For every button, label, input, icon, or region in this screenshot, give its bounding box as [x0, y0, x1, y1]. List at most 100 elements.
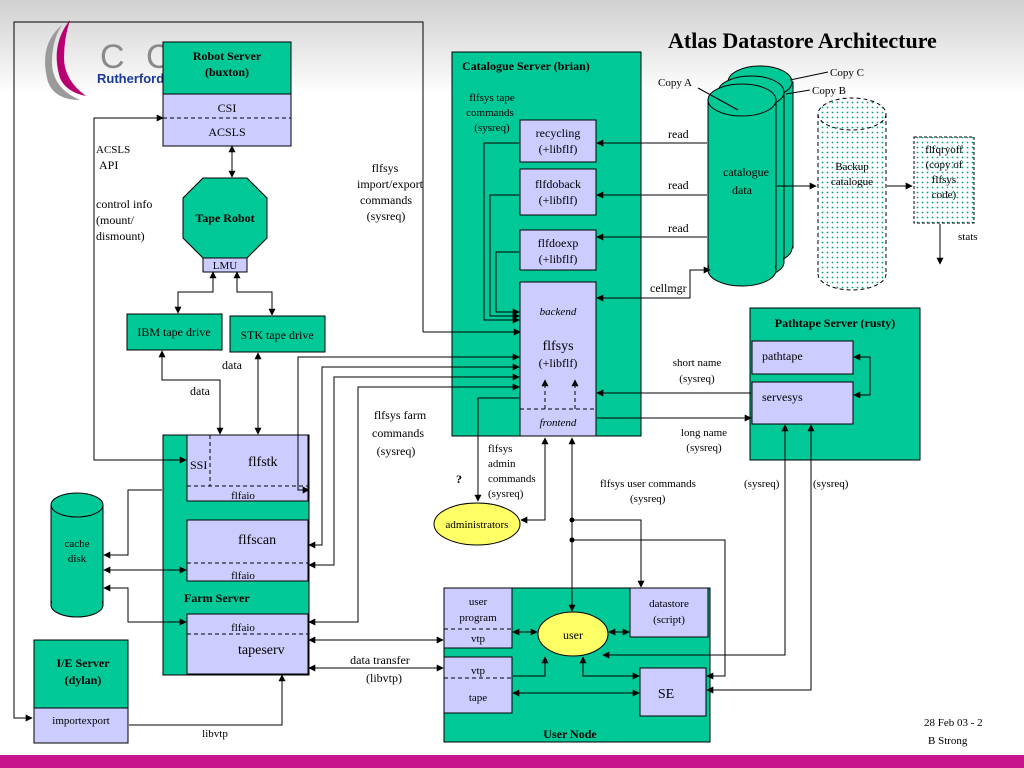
svg-text:disk: disk: [68, 553, 87, 565]
svg-text:(+libflf): (+libflf): [539, 252, 578, 266]
user-label: user: [563, 628, 583, 642]
cache-disk: cache disk: [50, 492, 104, 618]
svg-text:(mount/: (mount/: [96, 213, 135, 227]
svg-text:datastore: datastore: [649, 598, 689, 610]
ssi-label: SSI: [190, 458, 207, 472]
svg-text:flfsys: flfsys: [932, 174, 956, 186]
ie-server: I/E Server (dylan) importexport: [33, 639, 129, 744]
flfqryoff-box: flfqryoff (copy of flfsys code) stats: [913, 136, 978, 243]
svg-text:(libvtp): (libvtp): [366, 671, 402, 685]
backup-catalogue: Backup catalogue: [817, 97, 887, 291]
svg-text:commands: commands: [372, 426, 424, 440]
se-label: SE: [658, 687, 674, 702]
stats-label: stats: [958, 231, 978, 243]
svg-text:ACSLS: ACSLS: [96, 144, 130, 156]
svg-text:I/E Server: I/E Server: [57, 656, 111, 670]
svg-text:IBM tape drive: IBM tape drive: [137, 325, 210, 339]
svg-text:flfdoback: flfdoback: [535, 177, 581, 191]
lmu-label: LMU: [213, 260, 238, 272]
tape-robot-label: Tape Robot: [195, 211, 254, 225]
svg-text:long name: long name: [681, 427, 727, 439]
svg-text:(sysreq): (sysreq): [377, 444, 416, 458]
backend-label: backend: [540, 306, 577, 318]
svg-text:data: data: [732, 183, 753, 197]
svg-text:commands: commands: [488, 473, 536, 485]
svg-text:data transfer: data transfer: [350, 653, 410, 667]
farm-server: SSI flfstk flfaio flfscan flfaio Farm Se…: [162, 434, 310, 676]
page-title: Atlas Datastore Architecture: [668, 28, 937, 53]
svg-text:(sysreq): (sysreq): [744, 478, 780, 490]
svg-text:STK tape drive: STK tape drive: [240, 328, 313, 342]
svg-text:code): code): [932, 189, 957, 201]
svg-text:program: program: [459, 612, 497, 624]
svg-text:(sysreq): (sysreq): [679, 373, 715, 385]
svg-text:flfqryoff: flfqryoff: [925, 144, 963, 156]
svg-text:flfsys tape: flfsys tape: [469, 92, 515, 104]
svg-text:(sysreq): (sysreq): [686, 442, 722, 454]
svg-text:API: API: [99, 158, 118, 172]
user-node-title: User Node: [543, 727, 597, 741]
robot-server-host: (buxton): [205, 65, 249, 79]
svg-text:import/export: import/export: [357, 177, 424, 191]
svg-text:flfsys farm: flfsys farm: [374, 408, 427, 422]
robot-server: Robot Server (buxton) CSI ACSLS: [162, 41, 292, 147]
svg-text:(copy of: (copy of: [926, 159, 963, 171]
logo-letters: C C: [100, 38, 177, 76]
svg-text:Backup: Backup: [835, 161, 869, 173]
svg-text:catalogue: catalogue: [831, 176, 873, 188]
svg-text:(+libflf): (+libflf): [539, 142, 578, 156]
stk-tape-drive: STK tape drive: [229, 315, 326, 353]
tapeserv-label: tapeserv: [238, 643, 285, 658]
svg-text:Pathtape Server (rusty): Pathtape Server (rusty): [775, 316, 895, 330]
flfstk-label: flfstk: [248, 455, 278, 470]
svg-text:flfaio: flfaio: [231, 490, 255, 502]
rutherford-logo: C C Rutherford: [45, 20, 177, 100]
connectors: [13, 21, 944, 726]
svg-text:catalogue: catalogue: [723, 165, 769, 179]
svg-text:(+libflf): (+libflf): [539, 356, 578, 370]
copy-b-label: Copy B: [812, 85, 846, 97]
svg-text:(script): (script): [653, 614, 685, 626]
acsls-label: ACSLS: [208, 125, 245, 139]
servesys-label: servesys: [762, 390, 803, 404]
svg-text:vtp: vtp: [471, 633, 486, 645]
svg-text:read: read: [668, 221, 689, 235]
svg-text:(sysreq): (sysreq): [813, 478, 849, 490]
svg-text:commands: commands: [360, 193, 412, 207]
svg-text:data: data: [190, 384, 211, 398]
svg-text:commands: commands: [466, 107, 514, 119]
svg-text:vtp: vtp: [471, 665, 486, 677]
svg-text:(dylan): (dylan): [65, 673, 102, 687]
copy-c-label: Copy C: [830, 67, 864, 79]
user-node: user program vtp vtp tape user datastore…: [443, 587, 711, 743]
svg-text:(+libflf): (+libflf): [539, 193, 578, 207]
importexport-label: importexport: [52, 715, 109, 727]
svg-text:data: data: [222, 358, 243, 372]
svg-text:flfsys: flfsys: [372, 161, 399, 175]
catalogue-data: catalogue data Copy A Copy B Copy C: [658, 65, 864, 287]
flfscan-label: flfscan: [238, 533, 276, 548]
catalogue-server-title: Catalogue Server (brian): [462, 59, 590, 73]
svg-text:(sysreq): (sysreq): [474, 122, 510, 134]
csi-label: CSI: [218, 101, 237, 115]
svg-text:read: read: [668, 127, 689, 141]
copy-a-cylinder: [707, 83, 777, 287]
copy-a-label: Copy A: [658, 77, 692, 89]
question-mark: ?: [456, 472, 462, 486]
svg-text:flfaio: flfaio: [231, 622, 255, 634]
svg-text:flfdoexp: flfdoexp: [538, 236, 579, 250]
footer-date: 28 Feb 03 - 2: [924, 717, 983, 729]
pathtape-label: pathtape: [762, 349, 803, 363]
footer-author: B Strong: [928, 735, 968, 747]
svg-text:control info: control info: [96, 197, 152, 211]
frontend-label: frontend: [540, 417, 577, 429]
svg-text:flfsys user commands: flfsys user commands: [600, 478, 696, 490]
svg-text:recycling: recycling: [536, 126, 581, 140]
svg-text:flfaio: flfaio: [231, 570, 255, 582]
svg-text:flfsys: flfsys: [488, 443, 512, 455]
svg-text:admin: admin: [488, 458, 516, 470]
svg-text:user: user: [469, 596, 488, 608]
footer-bar: [0, 755, 1024, 768]
svg-text:cellmgr: cellmgr: [650, 281, 687, 295]
